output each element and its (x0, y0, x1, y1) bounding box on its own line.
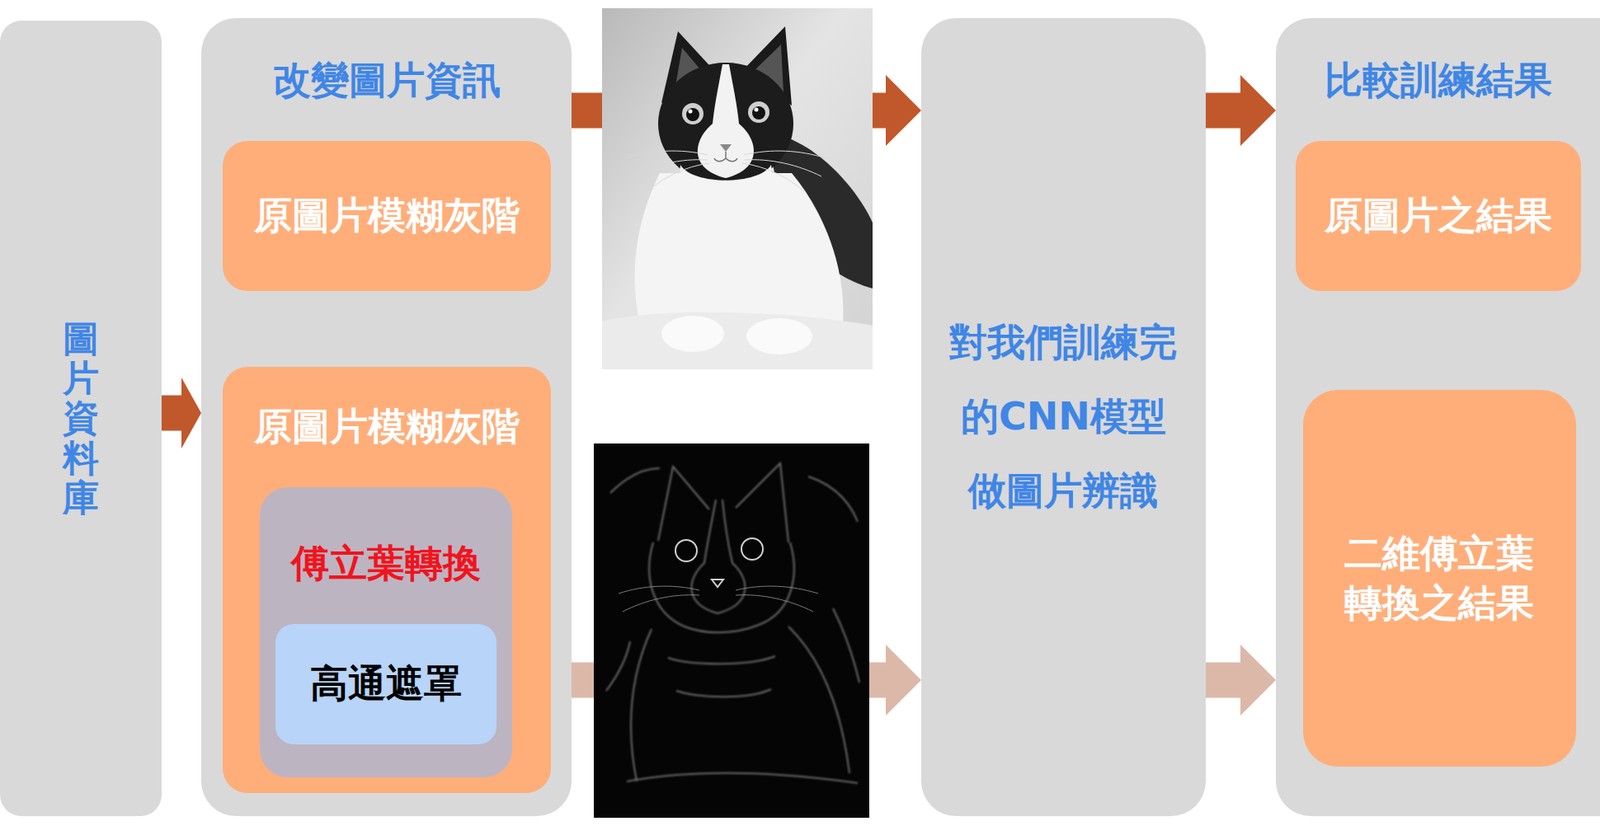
box-label: 原圖片模糊灰階 (254, 192, 520, 240)
block-arrow (1205, 644, 1276, 716)
model-panel: 對我們訓練完 的CNN模型 做圖片辨識 (921, 18, 1206, 817)
cat-edge-image (593, 443, 870, 819)
whiskers (626, 150, 827, 192)
panel-title: 原圖片模糊灰階 (254, 403, 520, 452)
box-label: 對我們訓練完 的CNN模型 做圖片辨識 (941, 305, 1185, 528)
white-blaze (697, 64, 754, 179)
cat-mouth (714, 151, 738, 162)
arrow-shaft (161, 395, 182, 432)
arrow-head (1240, 75, 1276, 146)
result-box: 二維傅立葉 轉換之結果 (1303, 390, 1577, 768)
cat-head (658, 62, 794, 185)
cat-pupil (686, 108, 700, 122)
cat-eye (682, 103, 704, 125)
result-box: 原圖片之結果 (1295, 141, 1582, 292)
process-box: 原圖片模糊灰階 (222, 141, 551, 292)
cat-pupil (752, 106, 766, 120)
cat-paw (746, 318, 813, 355)
arrow-shaft (1205, 93, 1241, 129)
cat-nose (720, 144, 732, 152)
cat-paw (661, 315, 725, 353)
arrow-head (885, 644, 922, 716)
panel-title: 改變圖片資訊 (272, 56, 501, 105)
eye-highlight (688, 109, 693, 114)
eye-highlight (754, 108, 759, 113)
arrow-shaft (1205, 663, 1241, 699)
process-box: 原圖片模糊灰階傅立葉轉換高通遮罩 (222, 367, 551, 794)
arrow-head (181, 377, 202, 449)
box-label: 二維傅立葉 轉換之結果 (1336, 529, 1542, 629)
arrow-head (1240, 644, 1276, 716)
panel-title: 傅立葉轉換 (291, 540, 481, 589)
box-label: 圖片資料庫 (62, 319, 99, 519)
arrow-head (885, 75, 922, 146)
block-arrow (1205, 75, 1276, 146)
edge-background (593, 443, 870, 819)
whisker-edges (618, 586, 819, 612)
photo-background (602, 8, 873, 370)
filter-box: 高通遮罩 (275, 624, 497, 745)
eye-edges (675, 538, 763, 588)
stage-panel: 改變圖片資訊原圖片模糊灰階原圖片模糊灰階傅立葉轉換高通遮罩 (201, 18, 572, 817)
block-arrow (161, 377, 202, 449)
cat-eye (748, 101, 770, 123)
cat-chest (676, 164, 780, 225)
transform-box: 傅立葉轉換高通遮罩 (259, 487, 513, 778)
panel-title: 比較訓練結果 (1324, 56, 1553, 105)
box-label: 高通遮罩 (310, 660, 462, 709)
cat-edges (606, 463, 860, 784)
result-panel: 比較訓練結果原圖片之結果二維傅立葉 轉換之結果 (1275, 18, 1600, 817)
cat-photo (602, 8, 873, 370)
source-column: 圖片資料庫 (0, 20, 162, 817)
box-label: 原圖片之結果 (1324, 192, 1553, 240)
blanket (602, 312, 873, 370)
